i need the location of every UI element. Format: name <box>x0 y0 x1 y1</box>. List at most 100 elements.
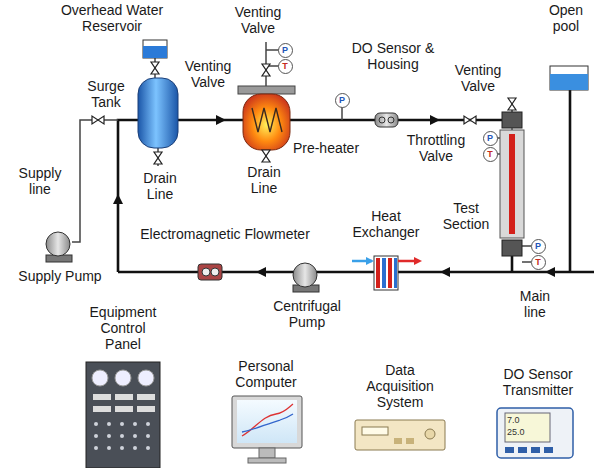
flow-arrow <box>256 267 266 277</box>
monitor-base <box>248 458 286 463</box>
pool-water <box>550 74 588 90</box>
panel-gauge <box>138 370 154 386</box>
component-label: Venting Valve <box>223 4 293 36</box>
flowmeter <box>198 264 222 280</box>
monitor-screen <box>237 400 297 443</box>
panel-button <box>146 422 150 426</box>
component-label: Pre-heater <box>287 140 365 156</box>
heater-rod <box>509 134 515 234</box>
heat-exchanger <box>352 256 422 290</box>
component-label: Throttling Valve <box>396 132 476 164</box>
panel-button <box>107 422 111 426</box>
panel-button <box>146 434 150 438</box>
daq-body <box>355 420 445 450</box>
panel-switch <box>115 406 133 412</box>
main-pipe-lower <box>118 271 594 274</box>
test-outlet-pipe <box>511 256 514 272</box>
personal-computer <box>232 396 302 463</box>
component-label: Personal Computer <box>224 358 308 390</box>
valve-symbol <box>262 64 270 76</box>
flow-arrow <box>216 115 226 125</box>
component-label: Open pool <box>543 2 589 34</box>
component-label: Supply Pump <box>5 268 115 284</box>
gauge-stem <box>341 107 343 120</box>
gauge-letter: P <box>339 95 345 105</box>
component-label: Data Acquisition System <box>356 362 444 410</box>
coolant-out <box>398 260 416 263</box>
panel-switch <box>115 394 133 400</box>
component-label: Overhead Water Reservoir <box>52 2 172 34</box>
valve-symbol <box>151 62 159 74</box>
panel-button <box>120 422 124 426</box>
overhead-reservoir <box>143 40 167 58</box>
component-label: Test Section <box>438 200 494 232</box>
panel-body <box>86 362 160 468</box>
panel-button <box>133 446 137 450</box>
panel-gauge <box>92 370 108 386</box>
flow-arrow <box>545 267 555 277</box>
exchanger-stripe <box>382 258 386 288</box>
supply-pump <box>46 232 70 256</box>
test-top-block <box>502 112 522 128</box>
do-sensor-port <box>379 117 385 123</box>
panel-button <box>94 446 98 450</box>
exchanger-stripe <box>388 258 392 288</box>
panel-button <box>146 446 150 450</box>
gauge-letter: T <box>282 61 288 71</box>
gauge-letter: P <box>282 45 288 55</box>
coolant-arrow <box>366 257 374 265</box>
screen-curve <box>242 414 293 432</box>
surge-tank <box>138 78 178 148</box>
gauge-letter: P <box>487 133 493 143</box>
gauge-letter: P <box>535 241 541 251</box>
pre-heater <box>243 94 290 150</box>
heater-flange <box>238 86 295 94</box>
gauge-letter: T <box>487 149 493 159</box>
valve-symbol <box>262 150 270 162</box>
valves <box>92 62 516 164</box>
test-joint <box>512 128 513 130</box>
flowmeter-face <box>202 268 210 276</box>
gauge-letter: T <box>535 257 541 267</box>
panel-button <box>133 422 137 426</box>
daq-display <box>362 427 388 435</box>
valve-symbol <box>92 116 104 124</box>
test-section <box>500 130 524 238</box>
component-label: DO Sensor & Housing <box>347 40 439 72</box>
centrifugal-pump <box>293 263 317 287</box>
valve-symbol <box>154 152 162 164</box>
component-label: Main line <box>512 288 558 320</box>
heater-coil <box>252 108 282 132</box>
flow-arrows <box>113 115 555 277</box>
daq-unit <box>355 420 445 450</box>
component-label: Heat Exchanger <box>345 208 427 240</box>
gauge-stem <box>522 246 531 262</box>
gauge-circle: P <box>483 131 498 146</box>
gauge-circle: T <box>531 255 546 270</box>
panel-button <box>94 434 98 438</box>
transmitter-display <box>505 413 550 442</box>
flowmeter-face <box>211 268 219 276</box>
component-label: Drain Line <box>137 170 183 202</box>
supply-pipe <box>72 120 118 242</box>
test-bottom-block <box>502 240 522 256</box>
component-label: Centrifugal Pump <box>263 298 351 330</box>
gauge-circle: T <box>278 59 293 74</box>
pool-pipe <box>569 90 572 272</box>
screen-curve <box>242 404 293 436</box>
monitor-frame <box>232 396 302 448</box>
transmitter-button <box>531 447 540 453</box>
do-sensor <box>375 113 398 127</box>
main-pipe-upper <box>118 120 502 272</box>
exchanger-stripe <box>394 258 397 288</box>
daq-button <box>394 438 402 444</box>
panel-switch <box>93 394 111 400</box>
component-label: Equipment Control Panel <box>81 304 165 352</box>
panel-button <box>94 422 98 426</box>
do-transmitter <box>497 408 573 458</box>
display-reading: 25.0 <box>507 427 547 438</box>
panel-switch <box>93 406 111 412</box>
component-label: DO Sensor Transmitter <box>490 366 586 398</box>
valve-symbol <box>508 98 516 110</box>
panel-button <box>120 434 124 438</box>
